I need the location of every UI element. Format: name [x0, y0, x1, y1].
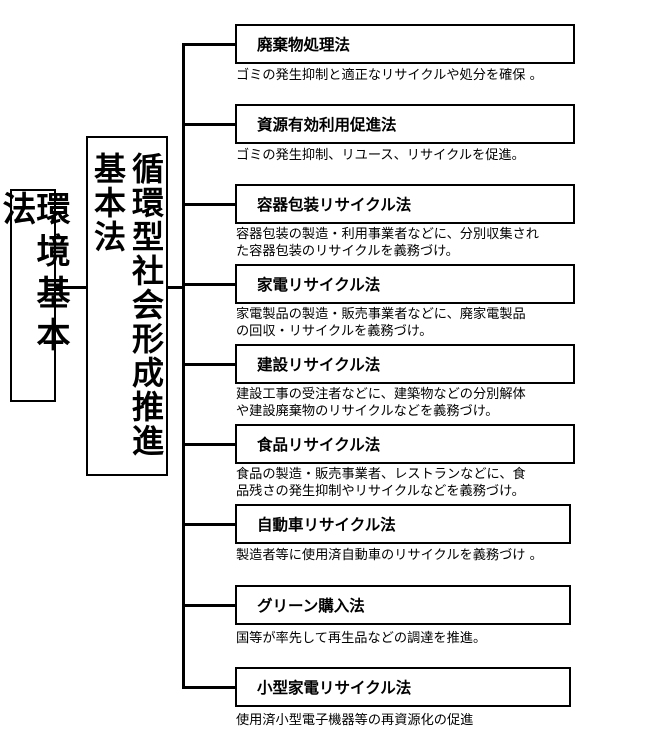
- law-box: 小型家電リサイクル法: [235, 667, 571, 707]
- trunk-line: [182, 44, 185, 688]
- branch-line: [182, 283, 235, 286]
- law-box: 廃棄物処理法: [235, 24, 575, 64]
- law-box: 食品リサイクル法: [235, 424, 575, 464]
- law-description: ゴミの発生抑制、リユース、リサイクルを促進。: [236, 148, 525, 163]
- law-box: 資源有効利用促進法: [235, 104, 575, 144]
- mid-to-trunk-connector: [168, 286, 185, 289]
- law-name: 家電リサイクル法: [257, 276, 381, 294]
- law-description: 建設工事の受注者などに、建築物などの分別解体 や建設廃棄物のリサイクルなどを義務…: [236, 387, 526, 419]
- law-name: 食品リサイクル法: [257, 436, 381, 454]
- law-box: 建設リサイクル法: [235, 344, 575, 384]
- law-name: 容器包装リサイクル法: [257, 196, 412, 214]
- law-name: 建設リサイクル法: [257, 356, 381, 374]
- law-name: 廃棄物処理法: [257, 36, 351, 54]
- root-to-mid-connector: [56, 286, 86, 289]
- branch-line: [182, 604, 235, 607]
- branch-line: [182, 443, 235, 446]
- branch-line: [182, 123, 235, 126]
- law-name: 資源有効利用促進法: [257, 116, 397, 134]
- law-description: 食品の製造・販売事業者、レストランなどに、食 品残さの発生抑制やリサイクルなどを…: [236, 467, 526, 499]
- branch-line: [182, 523, 235, 526]
- branch-line: [182, 686, 235, 689]
- law-box: 自動車リサイクル法: [235, 504, 571, 544]
- law-box: グリーン購入法: [235, 585, 571, 625]
- law-description: 使用済小型電子機器等の再資源化の促進: [236, 713, 474, 728]
- law-box: 家電リサイクル法: [235, 264, 575, 304]
- law-description: 容器包装の製造・利用事業者などに、分別収集され た容器包装のリサイクルを義務づけ…: [236, 227, 539, 259]
- law-name: 小型家電リサイクル法: [257, 679, 412, 697]
- basic-law-box: 循環型社会形成推進基本法: [86, 136, 168, 476]
- branch-line: [182, 363, 235, 366]
- basic-law-label: 循環型社会形成推進基本法: [89, 152, 165, 458]
- law-description: ゴミの発生抑制と適正なリサイクルや処分を確保 。: [236, 68, 543, 83]
- law-box: 容器包装リサイクル法: [235, 184, 575, 224]
- law-description: 家電製品の製造・販売事業者などに、廃家電製品 の回収・リサイクルを義務づけ。: [236, 307, 526, 339]
- law-description: 国等が率先して再生品などの調達を推進。: [236, 631, 487, 646]
- law-name: 自動車リサイクル法: [257, 516, 396, 534]
- root-law-box: 環境基本法: [0, 189, 70, 402]
- branch-line: [182, 43, 235, 46]
- law-name: グリーン購入法: [257, 597, 365, 615]
- root-law-label: 環境基本法: [0, 191, 70, 359]
- law-description: 製造者等に使用済自動車のリサイクルを義務づけ 。: [236, 548, 543, 563]
- branch-line: [182, 203, 235, 206]
